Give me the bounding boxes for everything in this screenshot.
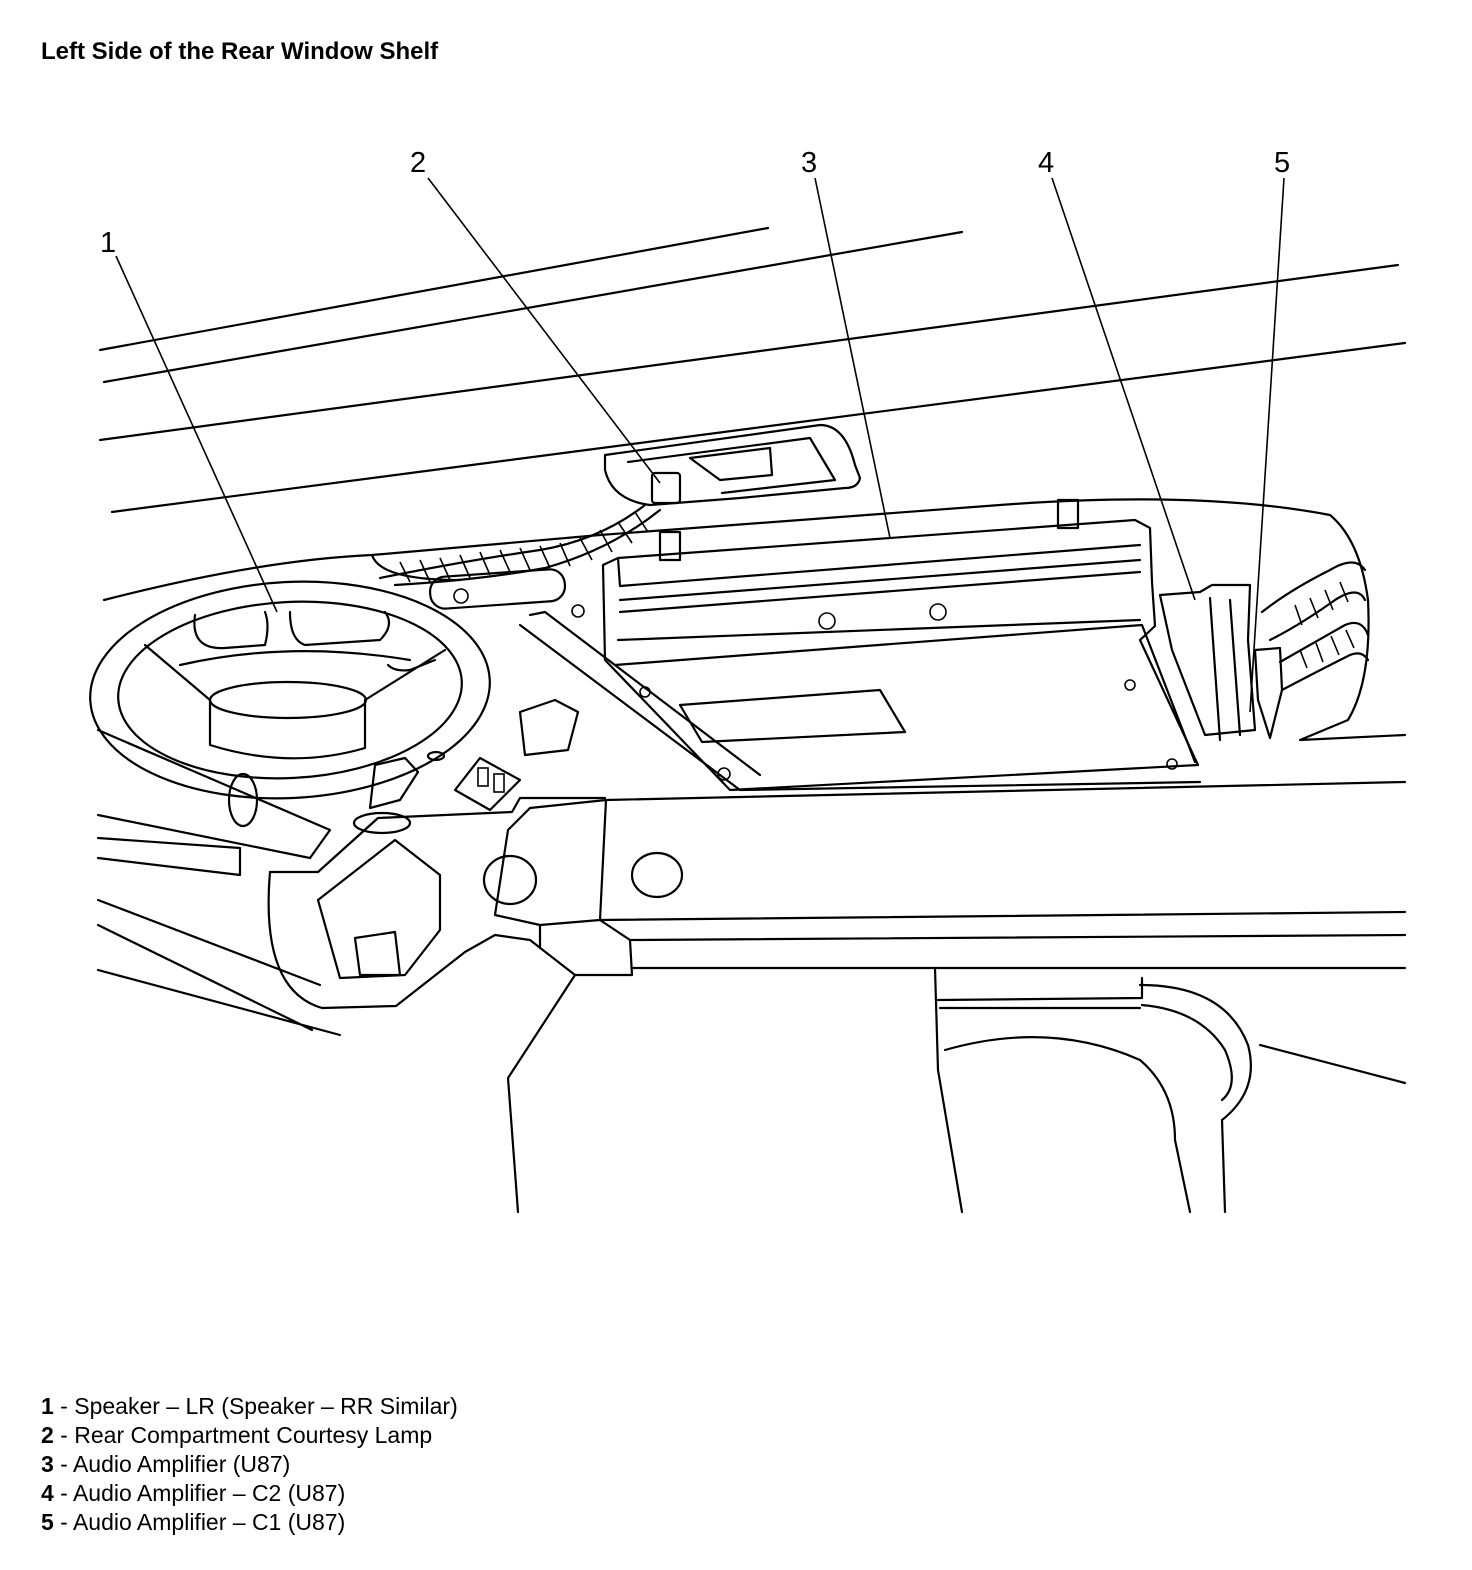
callout-number-2: 2 [410, 147, 426, 179]
legend-label: Rear Compartment Courtesy Lamp [74, 1422, 433, 1448]
legend-number: 5 [41, 1509, 54, 1535]
legend-item: 3 - Audio Amplifier (U87) [41, 1450, 458, 1479]
rear-window-lines [98, 226, 1407, 514]
legend-number: 2 [41, 1422, 54, 1448]
shelf-panel [102, 498, 1407, 792]
legend-separator: - [53, 1393, 75, 1419]
legend-number: 3 [41, 1451, 54, 1477]
callout-number-5: 5 [1274, 147, 1290, 179]
legend-label: Speaker – LR (Speaker – RR Similar) [74, 1393, 458, 1419]
legend-item: 1 - Speaker – LR (Speaker – RR Similar) [41, 1392, 458, 1421]
legend-item: 5 - Audio Amplifier – C1 (U87) [41, 1508, 458, 1537]
audio-amplifier [601, 498, 1200, 792]
speaker-lr [89, 580, 491, 800]
rear-cross-member [267, 780, 1407, 1214]
callout-number-4: 4 [1038, 147, 1054, 179]
legend-label: Audio Amplifier (U87) [72, 1451, 291, 1477]
left-side-structure [96, 728, 342, 1037]
amplifier-connectors [1158, 561, 1370, 742]
legend-number: 1 [41, 1393, 54, 1419]
harness-hatching [399, 511, 649, 583]
callout-leaders [115, 177, 1285, 713]
leader-5 [1249, 177, 1285, 713]
legend-separator: - [53, 1451, 73, 1477]
leader-4 [1051, 177, 1196, 601]
callout-number-3: 3 [801, 147, 817, 179]
callout-numbers: 1 2 3 4 5 [100, 147, 1290, 259]
legend-item: 2 - Rear Compartment Courtesy Lamp [41, 1421, 458, 1450]
legend-number: 4 [41, 1480, 54, 1506]
callout-legend: 1 - Speaker – LR (Speaker – RR Similar) … [41, 1392, 458, 1537]
legend-item: 4 - Audio Amplifier – C2 (U87) [41, 1479, 458, 1508]
legend-label: Audio Amplifier – C1 (U87) [72, 1509, 346, 1535]
lower-structure [933, 966, 1407, 1214]
leader-3 [814, 177, 891, 539]
page-title: Left Side of the Rear Window Shelf [41, 38, 439, 65]
shelf-brackets [227, 698, 580, 835]
callout-number-1: 1 [100, 227, 116, 259]
legend-separator: - [53, 1480, 73, 1506]
leader-2 [427, 177, 661, 484]
legend-label: Audio Amplifier – C2 (U87) [72, 1480, 346, 1506]
leader-1 [115, 255, 278, 613]
courtesy-lamp [378, 423, 862, 587]
legend-separator: - [53, 1509, 73, 1535]
legend-separator: - [53, 1422, 75, 1448]
